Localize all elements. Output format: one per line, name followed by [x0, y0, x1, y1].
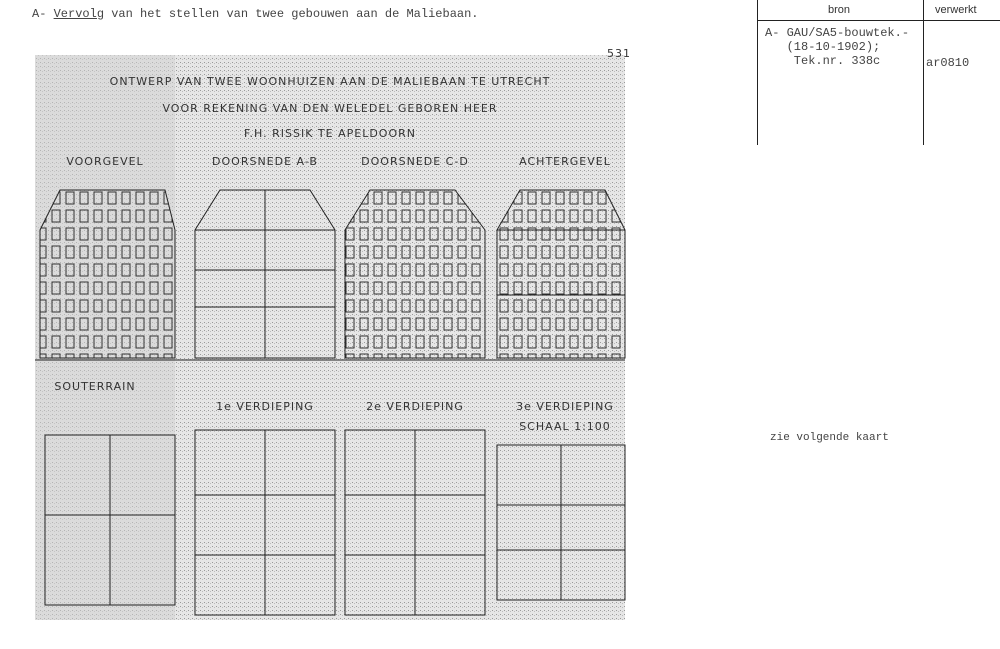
header-verwerkt: verwerkt — [935, 4, 977, 16]
drawing-client: F.H. RISSIK TE APELDOORN — [244, 127, 416, 140]
table-divider-middle — [923, 0, 924, 145]
elevation-label: DOORSNEDE A-B — [212, 155, 318, 168]
header-bron: bron — [828, 4, 851, 16]
elevation-label: VOORGEVEL — [66, 155, 143, 168]
table-header-rule — [757, 20, 1000, 21]
plan-label: 1e VERDIEPING — [216, 400, 314, 413]
heading-rest: van het stellen van twee gebouwen aan de… — [104, 7, 479, 21]
plan-label: 2e VERDIEPING — [366, 400, 464, 413]
sheet-number: 531 — [607, 47, 630, 60]
bron-line: Tek.nr. 338c — [765, 54, 881, 68]
document-heading: A- Vervolg van het stellen van twee gebo… — [32, 7, 479, 21]
floor-plans — [44, 429, 626, 616]
note-text: zie volgende kaart — [770, 432, 889, 444]
heading-prefix: A- — [32, 7, 54, 21]
drawing-title: ONTWERP VAN TWEE WOONHUIZEN AAN DE MALIE… — [110, 75, 551, 88]
elevation-label: DOORSNEDE C-D — [361, 155, 469, 168]
bron-cell: A- GAU/SA5-bouwtek.- (18-10-1902); Tek.n… — [765, 26, 909, 68]
bron-line: A- GAU/SA5-bouwtek.- — [765, 26, 910, 40]
scale-label: SCHAAL 1:100 — [519, 420, 611, 433]
plan-label: 3e VERDIEPING — [516, 400, 614, 413]
bron-line: (18-10-1902); — [765, 40, 881, 54]
architectural-drawing: 531 ONTWERP VAN TWEE WOONHUIZEN AAN DE M… — [35, 47, 630, 620]
plan-label: SOUTERRAIN — [54, 380, 135, 393]
table-divider-left — [757, 0, 758, 145]
heading-underlined: Vervolg — [53, 7, 105, 21]
verwerkt-cell: ar0810 — [926, 56, 970, 70]
drawing-subtitle: VOOR REKENING VAN DEN WELEDEL GEBOREN HE… — [162, 102, 497, 115]
elevation-label: ACHTERGEVEL — [519, 155, 611, 168]
elevations — [39, 189, 626, 359]
